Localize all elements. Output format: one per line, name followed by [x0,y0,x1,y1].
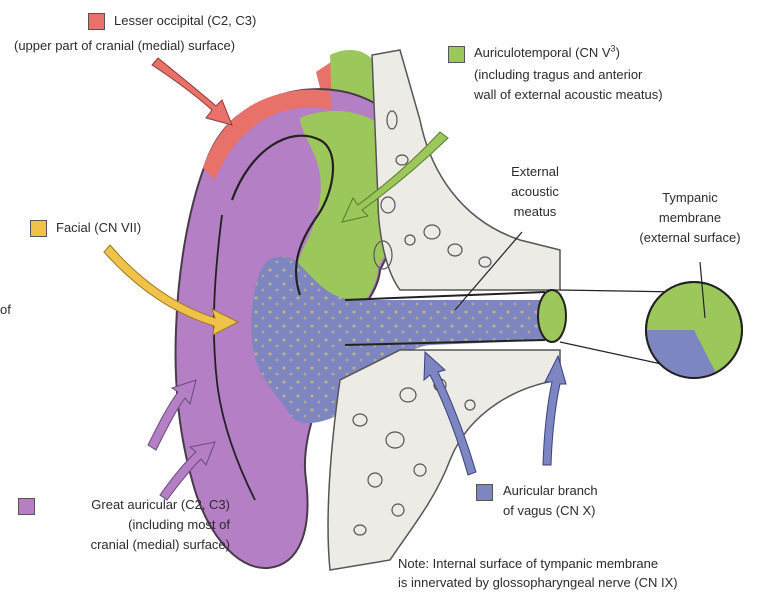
auriculotemporal-line2: (including tragus and anterior [474,67,663,83]
tympanic-membrane-label: Tympanic membrane (external surface) [625,190,755,246]
lesser-occipital-arrow [152,58,232,125]
auriculotemporal-line1: Auriculotemporal (CN V [474,45,611,60]
edge-fragment-label: of [0,302,11,318]
lesser-occipital-sublabel: (upper part of cranial (medial) surface) [14,38,235,54]
great-auricular-line2: (including most of [44,517,230,533]
lesser-occipital-label: Lesser occipital (C2, C3) [114,13,256,29]
vagus-swatch [476,484,493,501]
great-auricular-label: Great auricular (C2, C3) (including most… [44,497,230,553]
facial-line1: Facial (CN VII) [56,220,141,236]
auriculotemporal-line3: wall of external acoustic meatus) [474,87,663,103]
eam-line3: meatus [485,204,585,220]
tm-line2: membrane [625,210,755,226]
auriculotemporal-label: Auriculotemporal (CN V3) (including trag… [474,45,663,103]
facial-label: Facial (CN VII) [56,220,141,236]
vagus-line1: Auricular branch [503,483,598,499]
external-acoustic-meatus-label: External acoustic meatus [485,164,585,220]
vagus-label: Auricular branch of vagus (CN X) [503,483,598,519]
edge-fragment-line1: of [0,302,11,318]
facial-swatch [30,220,47,237]
lesser-occipital-swatch [88,13,105,30]
tympanic-membrane-magnified [646,282,742,378]
eam-line1: External [485,164,585,180]
vagus-line2: of vagus (CN X) [503,503,598,519]
lesser-occipital-line2: (upper part of cranial (medial) surface) [14,38,235,54]
tympanic-membrane-end [538,290,566,342]
great-auricular-line1: Great auricular (C2, C3) [44,497,230,513]
note-label: Note: Internal surface of tympanic membr… [398,556,678,591]
tm-line1: Tympanic [625,190,755,206]
auriculotemporal-swatch [448,46,465,63]
eam-line2: acoustic [485,184,585,200]
great-auricular-line3: cranial (medial) surface) [44,537,230,553]
tm-line3: (external surface) [625,230,755,246]
note-line1: Note: Internal surface of tympanic membr… [398,556,678,572]
note-line2: is innervated by glossopharyngeal nerve … [398,575,678,591]
lesser-occipital-line1: Lesser occipital (C2, C3) [114,13,256,29]
auriculotemporal-line1-end: ) [616,45,620,60]
great-auricular-swatch [18,498,35,515]
